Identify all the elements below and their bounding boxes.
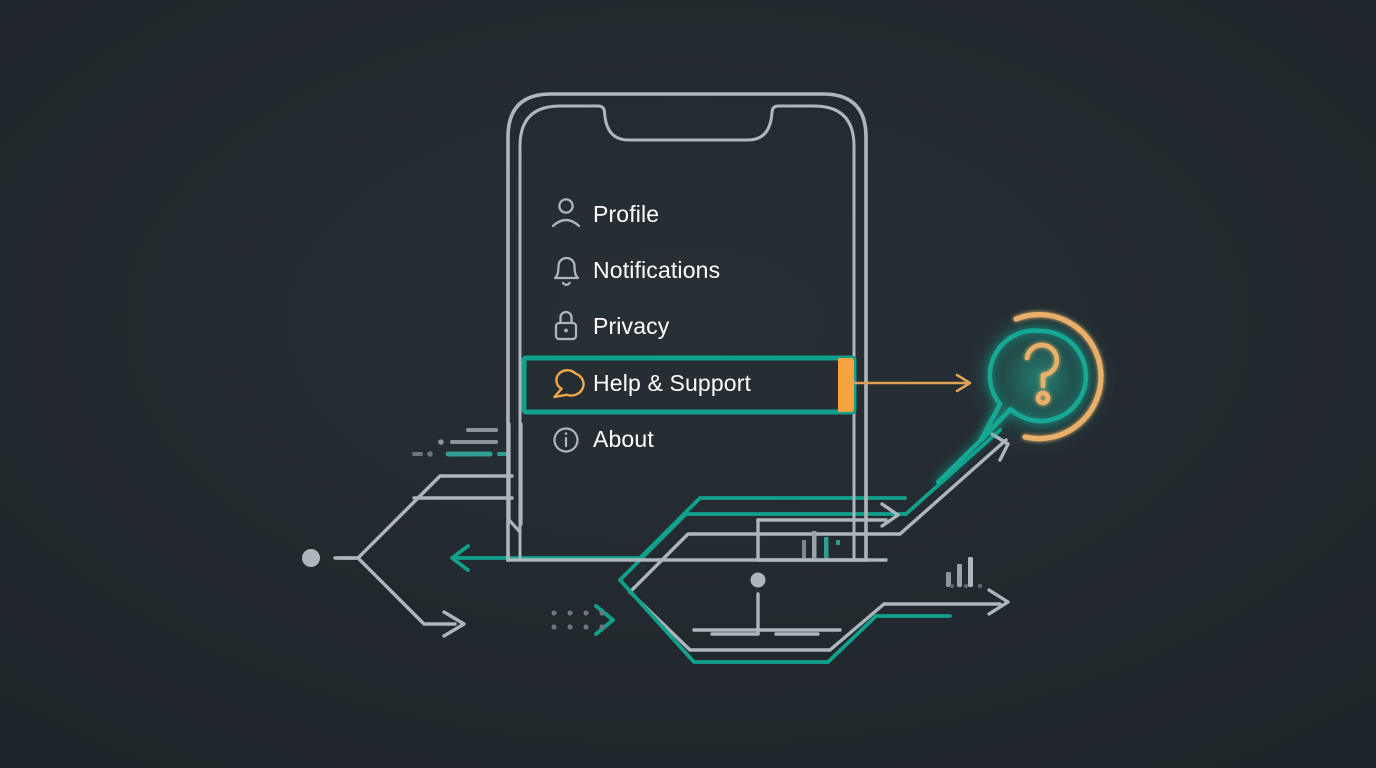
phone-outer-body [506,92,868,562]
dot-grid-glyph [551,610,605,630]
menu-item-label-help-support: Help & Support [593,370,752,396]
small-dot-row-glyph [949,583,983,589]
phone-screen-outline [518,104,856,562]
chat-bubble-icon [553,369,585,399]
bell-icon [553,256,580,286]
help-question-badge [965,303,1117,455]
bar-chart-small-glyph [802,531,840,558]
info-circle-icon [553,427,579,453]
mid-gray-arrowhead [880,502,900,528]
lower-left-gray-arrowhead [442,610,466,638]
menu-item-help-support-highlight[interactable] [521,355,860,415]
left-branch-traces [333,474,514,626]
menu-item-label-notifications: Notifications [593,257,720,283]
circuit-node-dot-left [302,549,320,567]
badge-tail-trace [935,437,984,485]
person-icon [551,198,581,228]
selection-marker [838,358,854,412]
phone-frame [506,92,868,562]
menu-item-label-about: About [593,426,654,452]
badge-outer-ring [1013,312,1104,442]
lock-icon [554,310,578,341]
bar-chart-right-glyph [946,557,973,587]
dash-stack-glyph [412,428,508,457]
hexagon-teal-trace [618,428,1002,664]
circuit-node-dot-center [750,572,766,588]
badge-speech-bubble [978,328,1089,443]
lower-right-gray-arrowhead [987,588,1010,616]
menu-item-label-profile: Profile [593,201,659,227]
question-mark-glyph [1024,342,1060,406]
menu-item-label-privacy: Privacy [593,313,670,339]
